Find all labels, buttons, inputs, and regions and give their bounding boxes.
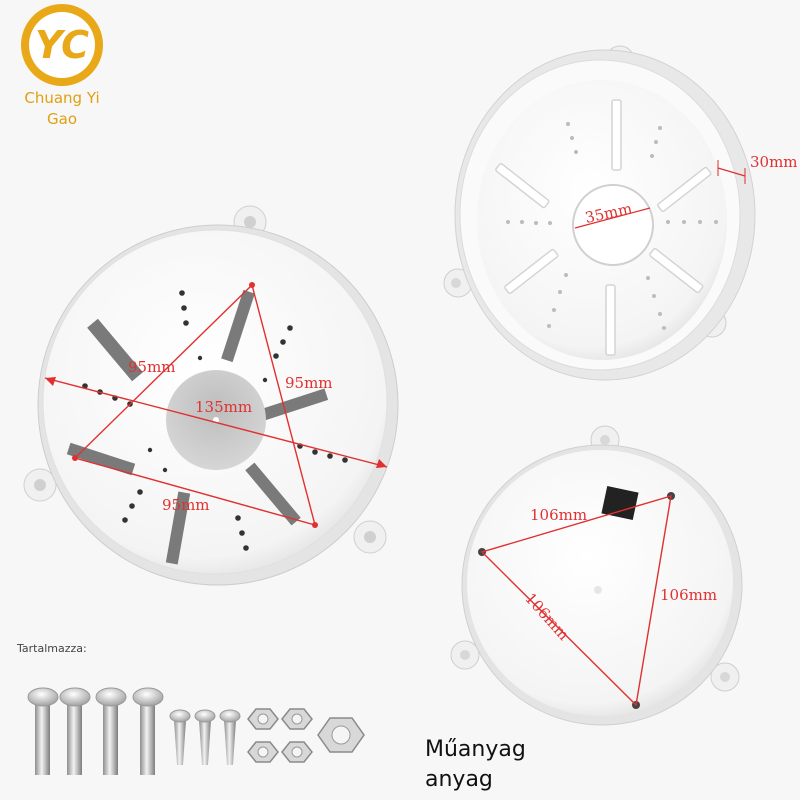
dim-back-top: 106mm <box>530 506 587 524</box>
phillips-screw-icon <box>132 687 164 775</box>
dim-front-left: 95mm <box>128 358 176 376</box>
dim-depth: 30mm <box>750 153 798 171</box>
phillips-screw-icon <box>219 709 241 765</box>
dim-front-right: 95mm <box>285 374 333 392</box>
mount-label-sticker <box>601 485 639 521</box>
phillips-screw-icon <box>27 687 59 775</box>
contents-label: Tartalmazza: <box>17 642 87 655</box>
dim-front-bottom: 95mm <box>162 496 210 514</box>
mount-side-view: 35mm 30mm <box>443 45 798 381</box>
dim-back-right: 106mm <box>660 586 717 604</box>
phillips-screw-icon <box>59 687 91 775</box>
mount-back-view: 106mm 106mm 106mm <box>450 425 743 726</box>
brand-logo: YC <box>21 4 103 86</box>
material-label-line2: anyag <box>425 767 493 792</box>
hardware-kit <box>27 687 365 775</box>
material-label-line1: Műanyag <box>425 737 526 762</box>
material-label: Műanyag anyag <box>425 735 526 795</box>
dim-front-diameter: 135mm <box>195 398 252 416</box>
phillips-screw-icon <box>169 709 191 765</box>
mount-front-view: 95mm 95mm 95mm 135mm <box>23 205 399 586</box>
brand-name: Chuang Yi Gao <box>24 89 100 128</box>
logo-letters: YC <box>35 23 89 67</box>
phillips-screw-icon <box>194 709 216 765</box>
phillips-screw-icon <box>95 687 127 775</box>
